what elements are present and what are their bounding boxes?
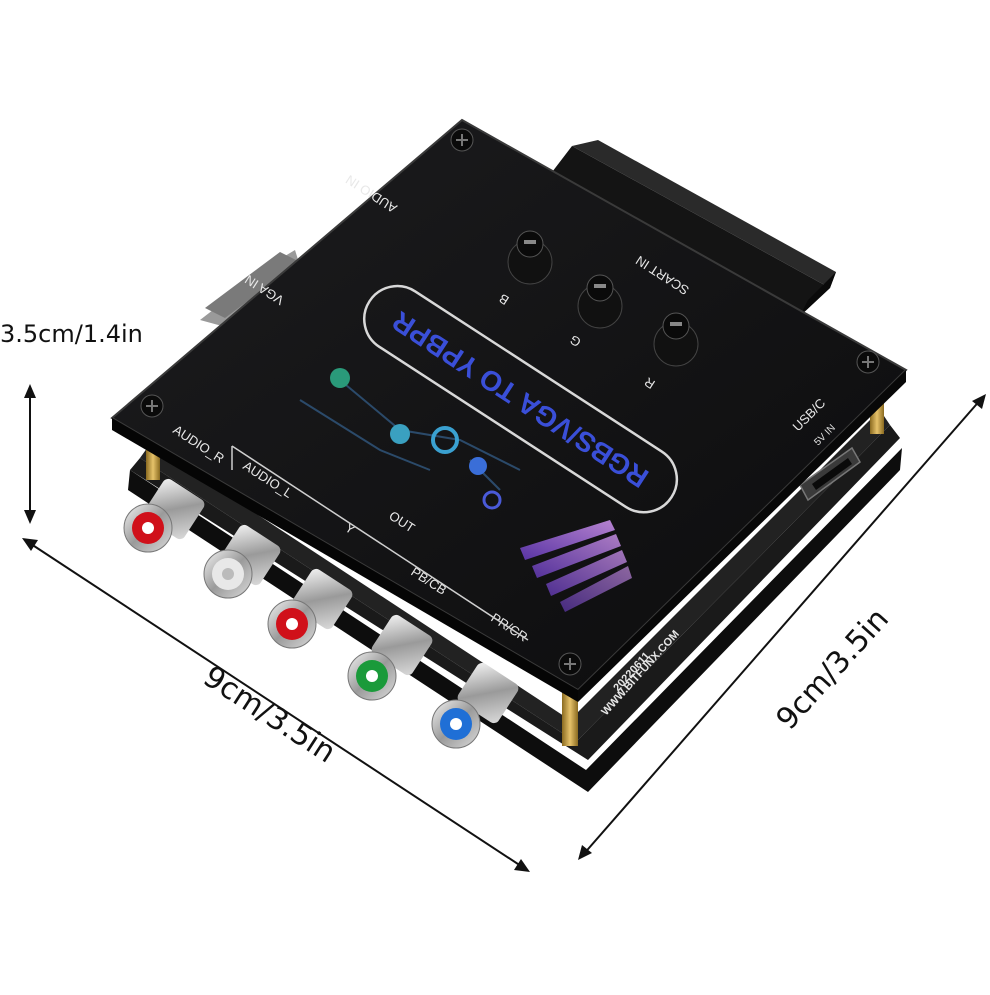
circuit-dot-blue [469,457,487,475]
rca-jack-pr-cr [431,662,519,749]
height-label: 3.5cm/1.4in [0,320,143,348]
vga-connector [200,250,300,326]
rca-jack-pb-cb [347,614,433,701]
knob-b[interactable] [507,230,553,285]
knob-r[interactable] [653,312,699,367]
screw-left-icon [140,394,164,418]
width-right-dimension-arrow [578,394,986,860]
screw-right-icon [856,350,880,374]
screw-front-icon [558,652,582,676]
width-left-label: 9cm/3.5in [197,659,342,770]
circuit-dot-teal [330,368,350,388]
rca-jack-audio-r [123,478,205,553]
bottom-board [128,410,902,792]
panel-edge-front [112,418,578,702]
width-left-dimension-arrow [22,538,530,872]
scart-connector [546,140,836,316]
knob-g[interactable] [577,274,623,329]
standoff-front [562,690,578,746]
rca-jack-y [267,568,353,649]
screw-top-icon [450,128,474,152]
circuit-dot-cyan [390,424,410,444]
circuit-ring-small [482,490,502,510]
usbc-port [799,446,861,502]
circuit-ring [431,426,459,454]
panel-edge-right [578,370,906,702]
rca-jack-audio-l [203,524,281,599]
height-dimension-arrow [24,384,36,524]
purple-stripe-graphic [520,520,632,612]
out-bracket-line [231,445,529,641]
width-right-label: 9cm/3.5in [770,602,896,737]
